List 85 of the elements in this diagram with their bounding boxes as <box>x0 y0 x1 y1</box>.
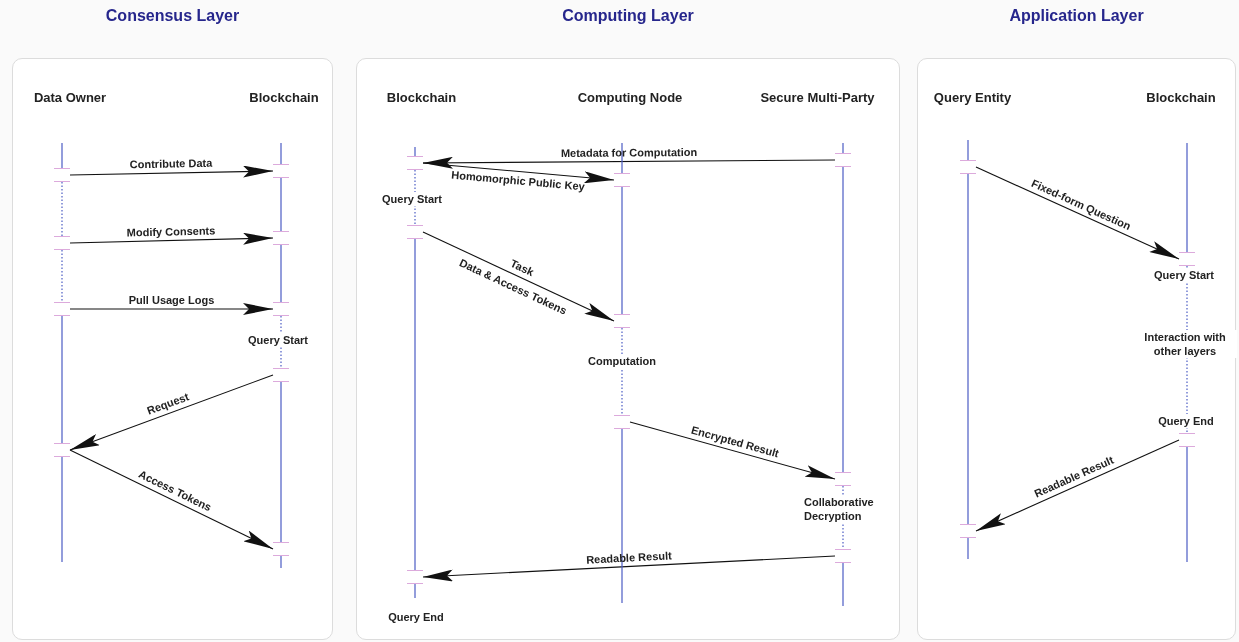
lifeline-segment <box>61 315 63 444</box>
lifeline-segment <box>414 169 416 226</box>
activation-bar <box>273 542 289 556</box>
activation-bar <box>273 164 289 178</box>
message-arrow <box>69 303 274 315</box>
edge-label: Homomorphic Public Key <box>450 169 585 194</box>
lifeline-segment <box>61 142 63 169</box>
message-arrow <box>422 156 836 169</box>
lifeline-segment <box>280 315 282 369</box>
lifeline-segment <box>1186 265 1188 434</box>
message-arrow <box>69 165 274 178</box>
lifeline-segment <box>61 456 63 563</box>
activation-bar <box>273 368 289 382</box>
message-arrow <box>69 232 274 245</box>
message-arrow <box>422 231 615 322</box>
activation-bar <box>614 173 630 187</box>
edge-label: Modify Consents <box>126 223 216 240</box>
message-arrow <box>975 166 1180 260</box>
lifeline-segment <box>1186 142 1188 253</box>
layer-title: Computing Layer <box>561 7 695 25</box>
activation-bar <box>54 236 70 250</box>
message-arrow <box>69 449 274 550</box>
message-arrow <box>422 555 836 582</box>
lifeline-segment <box>967 173 969 525</box>
activation-bar <box>273 302 289 316</box>
annotation-label: Query Start <box>380 192 444 206</box>
edge-label: Contribute Data <box>129 156 213 172</box>
lifeline-segment <box>414 146 416 157</box>
lifeline-segment <box>842 142 844 154</box>
annotation-label: Query End <box>386 610 446 624</box>
lifeline-segment <box>621 186 623 315</box>
message-arrow <box>629 421 836 480</box>
activation-bar <box>407 225 423 239</box>
lifeline-segment <box>842 166 844 473</box>
participant-label: Secure Multi-Party <box>759 90 876 105</box>
activation-bar <box>960 524 976 538</box>
lifeline-segment <box>280 244 282 303</box>
lifeline-segment <box>414 583 416 599</box>
activation-bar <box>1179 433 1195 447</box>
lifeline-segment <box>842 562 844 607</box>
participant-label: Query Entity <box>932 90 1013 105</box>
activation-bar <box>614 415 630 429</box>
layer-title: Application Layer <box>1008 7 1145 25</box>
lifeline-segment <box>61 181 63 237</box>
activation-bar <box>54 168 70 182</box>
activation-bar <box>54 443 70 457</box>
lifeline-segment <box>280 142 282 165</box>
participant-label: Data Owner <box>32 90 108 105</box>
activation-bar <box>1179 252 1195 266</box>
edge-label: Task <box>509 257 537 279</box>
participant-label: Blockchain <box>248 90 320 105</box>
edge-label: Pull Usage Logs <box>128 293 215 307</box>
activation-bar <box>960 160 976 174</box>
activation-bar <box>835 153 851 167</box>
activation-bar <box>614 314 630 328</box>
participant-label: Blockchain <box>1145 90 1217 105</box>
lifeline-segment <box>621 142 623 174</box>
lifeline-segment <box>280 555 282 569</box>
annotation-label: Query Start <box>1152 268 1216 282</box>
message-arrow <box>975 439 1180 532</box>
activation-bar <box>835 549 851 563</box>
lifeline-segment <box>967 139 969 161</box>
edge-label: Metadata for Computation <box>560 145 698 160</box>
lifeline-segment <box>621 327 623 416</box>
lifeline-segment <box>1186 446 1188 563</box>
edge-label: Readable Result <box>585 548 672 567</box>
activation-bar <box>273 231 289 245</box>
annotation-label: Query End <box>1156 414 1216 428</box>
lifeline-segment <box>414 238 416 571</box>
lifeline-segment <box>280 177 282 232</box>
annotation-label: Computation <box>586 354 658 368</box>
lifeline-segment <box>61 249 63 303</box>
annotation-label: Query Start <box>246 333 310 347</box>
message-arrow <box>422 162 615 184</box>
lifeline-segment <box>967 537 969 560</box>
activation-bar <box>407 156 423 170</box>
message-arrow <box>69 374 274 451</box>
lifeline-segment <box>621 428 623 604</box>
participant-label: Blockchain <box>385 90 458 105</box>
layer-title: Consensus Layer <box>104 7 241 25</box>
participant-label: Computing Node <box>576 90 684 105</box>
lifeline-segment <box>280 381 282 543</box>
activation-bar <box>835 472 851 486</box>
activation-bar <box>407 570 423 584</box>
activation-bar <box>54 302 70 316</box>
